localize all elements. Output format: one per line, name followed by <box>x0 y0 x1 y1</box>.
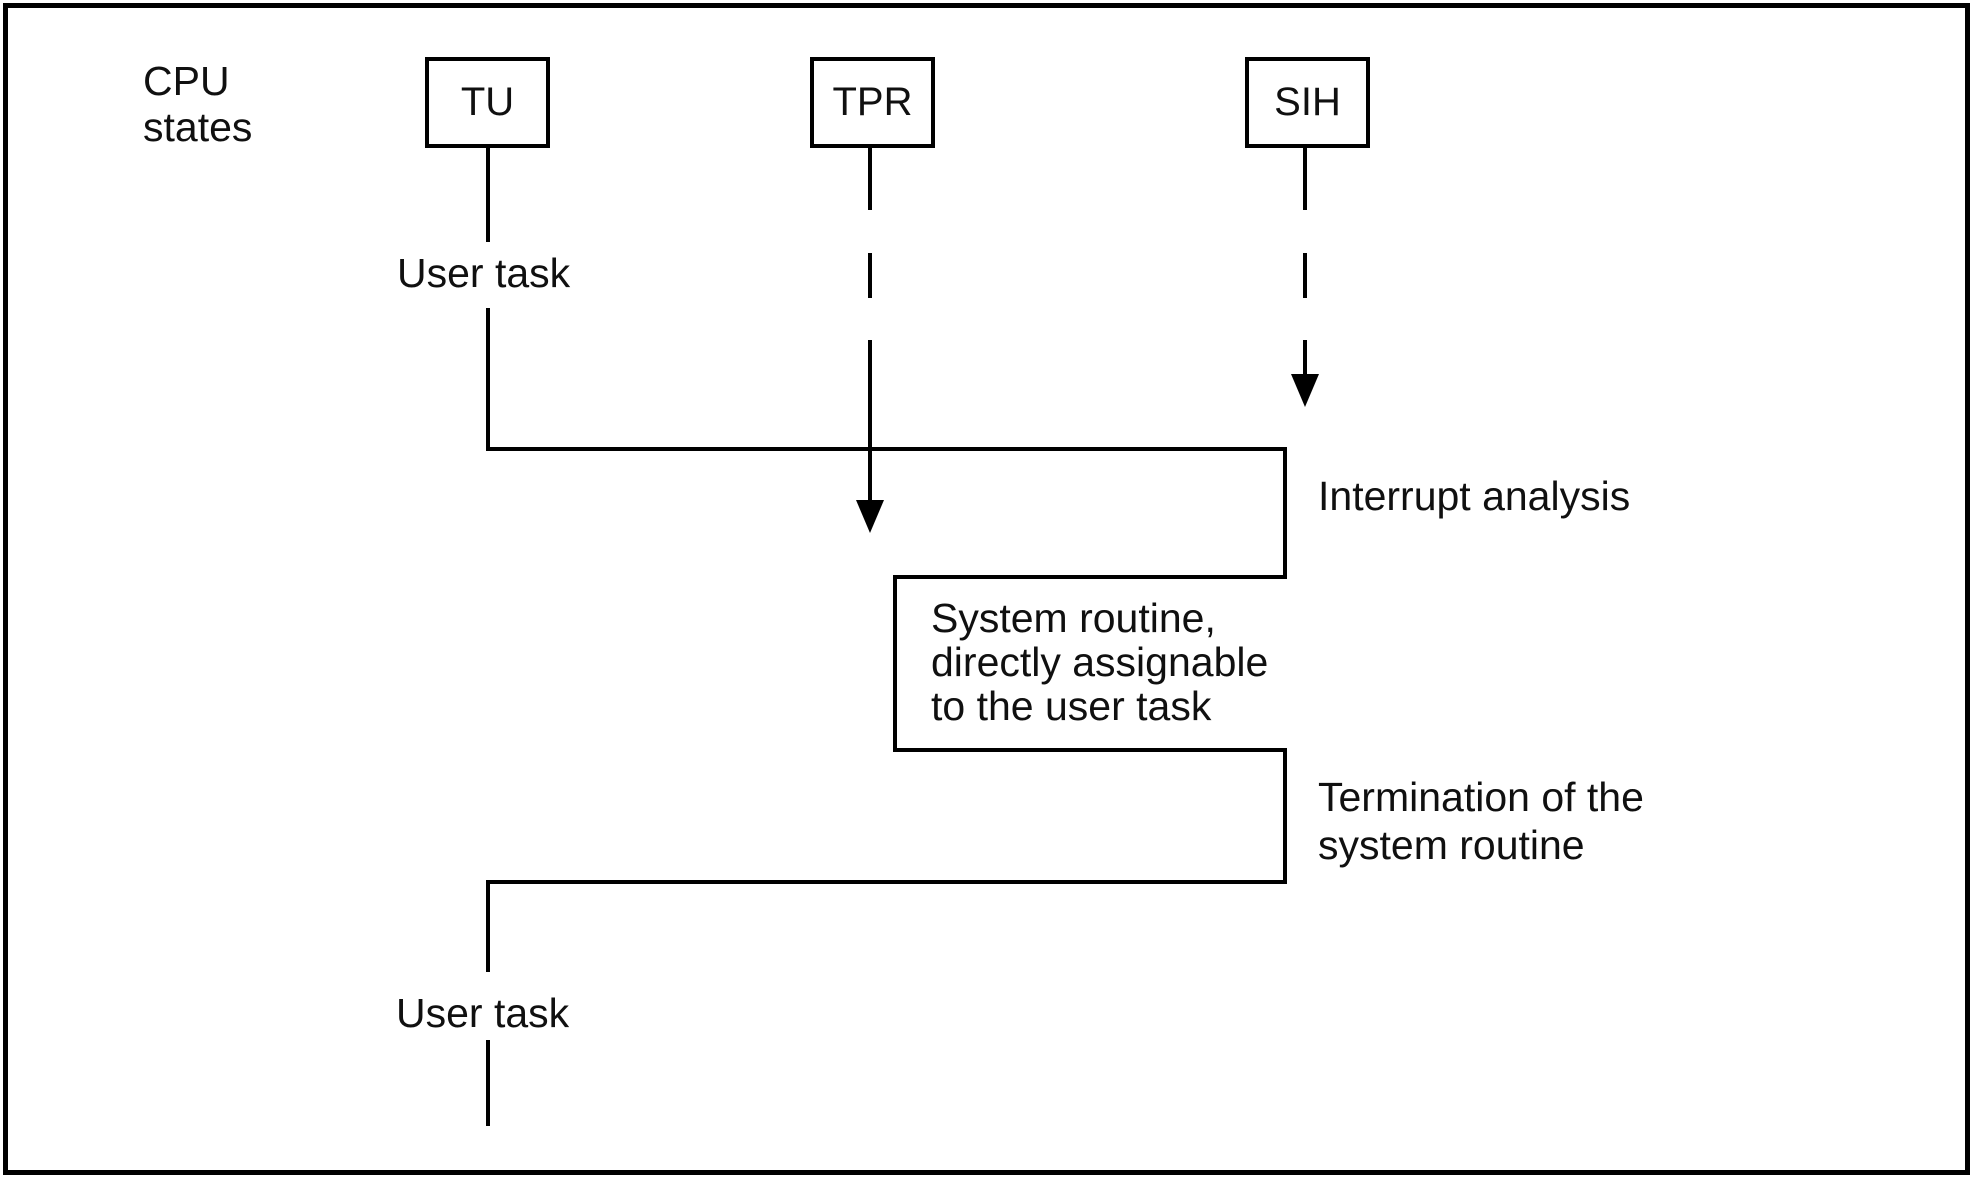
sih-arrow-down-icon <box>1291 374 1319 407</box>
tpr-arrow-down-icon <box>856 500 884 533</box>
tu-timeline-segment-lower <box>486 308 490 451</box>
transition-step-v3 <box>1283 748 1287 884</box>
transition-step-v2 <box>893 575 897 752</box>
interrupt-analysis-text: Interrupt analysis <box>1318 473 1631 519</box>
tpr-dash-segment-1 <box>868 148 872 210</box>
tu-state-label: TU <box>460 80 515 124</box>
sih-dash-segment-3 <box>1303 340 1307 376</box>
system-routine-line2: directly assignable <box>931 639 1269 685</box>
interrupt-analysis-label: Interrupt analysis <box>1318 473 1630 519</box>
sih-dash-segment-2 <box>1303 253 1307 298</box>
figure-border <box>3 3 1970 1175</box>
termination-line1: Termination of the <box>1318 774 1644 820</box>
tu-state-box: TU <box>425 57 550 148</box>
system-routine-label: System routine, directly assignable to t… <box>931 596 1268 728</box>
user-task-top-text: User task <box>397 250 571 296</box>
system-routine-line1: System routine, <box>931 595 1216 641</box>
sih-dash-segment-1 <box>1303 148 1307 210</box>
sih-state-label: SIH <box>1274 80 1341 124</box>
sih-state-box: SIH <box>1245 57 1370 148</box>
transition-step-v1 <box>1283 447 1287 579</box>
system-routine-line3: to the user task <box>931 683 1212 729</box>
transition-step-h1 <box>486 447 1287 451</box>
transition-step-h2 <box>893 575 1287 579</box>
termination-line2: system routine <box>1318 822 1585 868</box>
return-timeline-segment-upper <box>486 880 490 972</box>
cpu-states-line1: CPU <box>143 58 230 104</box>
tpr-dash-segment-3 <box>868 340 872 502</box>
cpu-states-line2: states <box>143 104 253 150</box>
user-task-bottom-label: User task <box>396 990 569 1036</box>
transition-step-h4 <box>486 880 1287 884</box>
tpr-state-box: TPR <box>810 57 935 148</box>
tpr-state-label: TPR <box>832 80 913 124</box>
return-timeline-segment-lower <box>486 1040 490 1126</box>
termination-label: Termination of the system routine <box>1318 773 1644 869</box>
user-task-top-label: User task <box>397 250 570 296</box>
transition-step-h3 <box>893 748 1287 752</box>
tpr-dash-segment-2 <box>868 253 872 298</box>
cpu-states-label: CPU states <box>143 58 252 150</box>
user-task-bottom-text: User task <box>396 990 570 1036</box>
tu-timeline-segment-upper <box>486 148 490 242</box>
